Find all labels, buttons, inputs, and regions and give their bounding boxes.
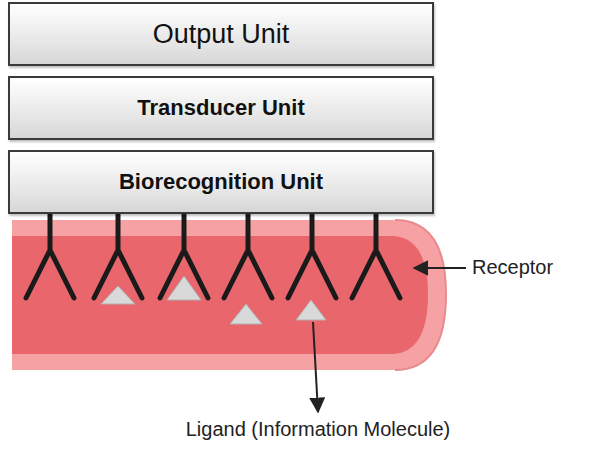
receptor-symbol [26,214,74,298]
unit-label: Output Unit [153,19,290,50]
unit-box: Output Unit [8,2,434,66]
ligand-leader [313,322,318,412]
ligand-symbol [167,276,201,300]
ligand-symbol [101,286,135,304]
unit-box: Transducer Unit [8,76,434,140]
receptor-group [26,214,400,298]
receptor-leader [414,267,466,269]
unit-label: Biorecognition Unit [119,169,323,195]
receptor-symbol [288,214,336,298]
receptor-symbol [352,214,400,298]
ligand-group [101,276,326,324]
callout-label: Receptor [472,256,553,279]
callout-label: Ligand (Information Molecule) [186,418,451,441]
unit-label: Transducer Unit [137,95,304,121]
blood-vessel [12,220,446,370]
unit-box: Biorecognition Unit [8,150,434,214]
receptor-symbol [224,214,272,298]
ligand-symbol [230,304,262,324]
ligand-symbol [296,300,326,320]
